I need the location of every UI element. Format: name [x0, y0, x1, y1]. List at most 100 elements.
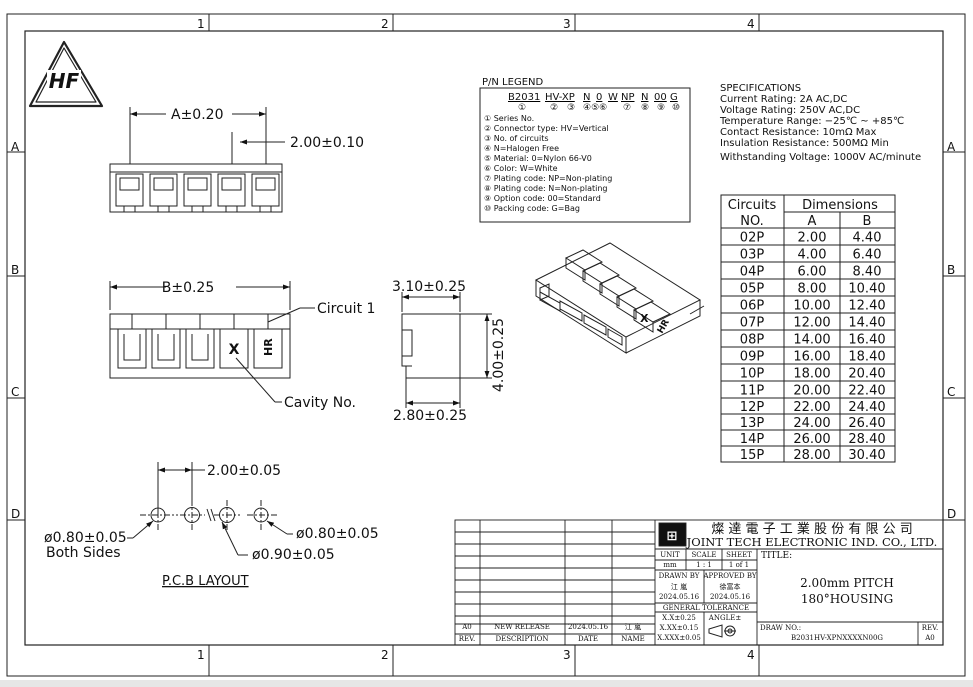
- zone-row-b-left: B: [11, 263, 19, 277]
- table-cell-dim-b: 8.40: [853, 265, 882, 280]
- table-cell-dim-a: 6.00: [798, 265, 827, 280]
- table-cell-circuits: 06P: [740, 299, 765, 314]
- table-cell-dim-a: 10.00: [793, 299, 830, 314]
- table-cell-dim-a: 18.00: [793, 367, 830, 382]
- table-cell-dim-b: 4.40: [853, 231, 882, 246]
- pn-legend: P/N LEGEND B2031 HV-XP N 0 W NP N 00 G ①…: [479, 77, 691, 223]
- tolerance-1: X.X±0.25: [662, 614, 696, 622]
- pn-legend-item: ⑦ Plating code: NP=Non-plating: [484, 174, 612, 183]
- halogen-free-logo: HF: [28, 40, 104, 108]
- dim-a-label: A±0.20: [171, 107, 223, 123]
- zone-col-2-bottom: 2: [381, 648, 389, 662]
- pn-legend-item: ② Connector type: HV=Vertical: [484, 124, 609, 133]
- zone-col-1-bottom: 1: [197, 648, 205, 662]
- sheet-label: SHEET: [726, 551, 752, 559]
- pn-code-number: ⑨: [657, 103, 665, 113]
- table-cell-circuits: 14P: [740, 432, 765, 447]
- table-cell-dim-a: 2.00: [798, 231, 827, 246]
- zone-col-3-top: 3: [563, 17, 571, 31]
- drawn-by-name: 江 嵐: [671, 583, 687, 591]
- table-cell-circuits: 13P: [740, 416, 765, 431]
- pcb-hole-left-note: Both Sides: [46, 545, 121, 561]
- spec-line: Temperature Range: −25℃ ~ +85℃: [719, 116, 904, 127]
- pn-code-part: B2031: [508, 92, 540, 103]
- table-cell-dim-a: 8.00: [798, 282, 827, 297]
- table-cell-dim-a: 24.00: [793, 416, 830, 431]
- hr-polarity-mark: HR: [262, 338, 275, 356]
- table-cell-circuits: 05P: [740, 282, 765, 297]
- dim-side-top-label: 3.10±0.25: [392, 279, 466, 295]
- table-cell-dim-a: 26.00: [793, 432, 830, 447]
- draw-no-label: DRAW NO.:: [760, 624, 801, 632]
- company-name-en: JOINT TECH ELECTRONIC IND. CO., LTD.: [686, 535, 938, 549]
- dim-side-bottom-label: 2.80±0.25: [393, 408, 467, 424]
- side-view: [401, 292, 492, 408]
- rev-label: REV.: [922, 624, 938, 632]
- spec-line: Insulation Resistance: 500MΩ Min: [720, 138, 889, 149]
- pn-code-part: N: [641, 92, 648, 103]
- title-line-1: 2.00mm PITCH: [800, 576, 894, 590]
- tolerance-3: X.XXX±0.05: [657, 634, 701, 642]
- pn-code-part: G: [670, 92, 678, 103]
- pn-code-part: N: [583, 92, 590, 103]
- table-cell-dim-b: 24.40: [848, 400, 885, 415]
- table-cell-dim-b: 14.40: [848, 316, 885, 331]
- zone-row-b-right: B: [947, 263, 955, 277]
- pn-legend-item: ① Series No.: [484, 114, 534, 123]
- zone-row-c-right: C: [947, 385, 955, 399]
- circuit1-label: Circuit 1: [317, 301, 375, 317]
- drawn-by-date: 2024.05.16: [659, 593, 700, 601]
- zone-col-2-top: 2: [381, 17, 389, 31]
- table-cell-circuits: 15P: [740, 448, 765, 463]
- dim-b-label: B±0.25: [162, 280, 215, 296]
- rev-row-date: 2024.05.16: [568, 623, 609, 631]
- table-cell-dim-b: 16.40: [848, 333, 885, 348]
- table-cell-dim-a: 14.00: [793, 333, 830, 348]
- spec-line: Contact Resistance: 10mΩ Max: [720, 127, 877, 138]
- pn-code-number: ⑩: [672, 103, 680, 113]
- pn-code-part: NP: [621, 92, 635, 103]
- rev-header-date: DATE: [578, 635, 598, 643]
- pn-legend-item: ⑤ Material: 0=Nylon 66-V0: [484, 154, 592, 163]
- table-cell-dim-b: 28.40: [848, 432, 885, 447]
- zone-col-4-bottom: 4: [747, 648, 755, 662]
- zone-row-d-right: D: [947, 507, 956, 521]
- pn-code-part: W: [608, 92, 618, 103]
- zone-row-c-left: C: [11, 385, 19, 399]
- front-view: [109, 281, 315, 403]
- logo-hf-text: HF: [49, 69, 80, 93]
- rev-row-rev: A0: [461, 623, 472, 631]
- sheet-value: 1 of 1: [729, 561, 749, 569]
- table-cell-circuits: 03P: [740, 248, 765, 263]
- spec-line: Current Rating: 2A AC,DC: [720, 94, 847, 105]
- approved-by-name: 徐富本: [720, 582, 741, 591]
- pcb-hole-mid-label: ø0.90±0.05: [252, 547, 335, 563]
- table-cell-circuits: 11P: [740, 384, 765, 399]
- pn-legend-item: ④ N=Halogen Free: [484, 144, 559, 153]
- rev-value: A0: [924, 634, 935, 642]
- table-header-no: NO.: [740, 214, 764, 229]
- table-cell-dim-a: 20.00: [793, 384, 830, 399]
- pn-code-number: ②: [550, 103, 558, 113]
- title-block: [454, 519, 944, 646]
- table-header-a: A: [808, 214, 817, 229]
- pn-legend-item: ⑥ Color: W=White: [484, 164, 558, 173]
- pn-code-part: 00: [654, 92, 667, 103]
- title-line-2: 180°HOUSING: [801, 592, 893, 606]
- table-cell-dim-b: 18.40: [848, 350, 885, 365]
- table-cell-dim-b: 20.40: [848, 367, 885, 382]
- zone-col-4-top: 4: [747, 17, 755, 31]
- table-cell-dim-a: 22.00: [793, 400, 830, 415]
- rev-row-name: 江 嵐: [625, 623, 641, 631]
- drawn-by-label: DRAWN BY: [659, 572, 700, 580]
- table-cell-dim-a: 4.00: [798, 248, 827, 263]
- unit-value: mm: [663, 561, 677, 569]
- scale-value: 1 : 1: [696, 561, 712, 569]
- pn-legend-item: ⑧ Plating code: N=Non-plating: [484, 184, 607, 193]
- pcb-layout: [127, 462, 293, 556]
- x-mark: X: [229, 342, 240, 358]
- angle-label: ANGLE±: [708, 614, 742, 622]
- pcb-hole-left-label: ø0.80±0.05: [44, 530, 127, 546]
- pn-legend-item: ③ No. of circuits: [484, 134, 549, 143]
- table-header-dimensions: Dimensions: [802, 198, 878, 213]
